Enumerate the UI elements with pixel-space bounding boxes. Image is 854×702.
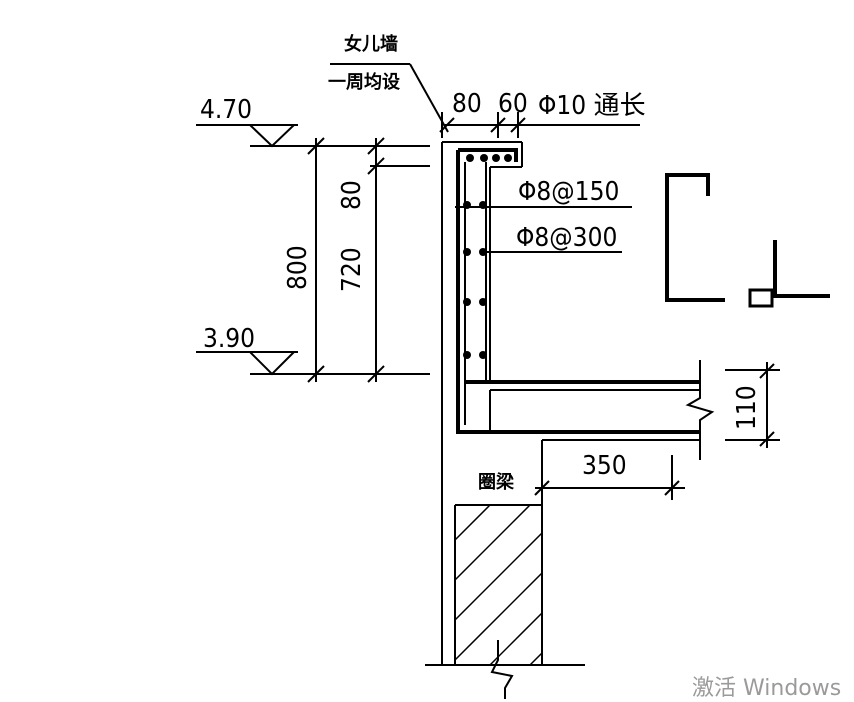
parapet-note-line2: 一周均设 — [328, 71, 400, 93]
dim-slab-thickness: 110 — [732, 385, 762, 430]
rebar-lines — [456, 148, 700, 434]
rebar-detail-sketches — [665, 173, 830, 302]
rebar-dots — [463, 154, 512, 359]
elevation-top-label: 4.70 — [200, 95, 252, 125]
dim-width-b: 60 — [498, 89, 528, 119]
leader-lines — [330, 63, 640, 253]
dim-width-a: 80 — [452, 89, 482, 119]
dim-beam-extent: 350 — [582, 451, 627, 481]
structure-outline — [425, 141, 700, 666]
masonry-hatch — [454, 504, 543, 666]
parapet-note-line1: 女儿墙 — [344, 33, 398, 55]
stirrup-detail-box — [748, 288, 774, 308]
ring-beam-label: 圈梁 — [478, 471, 515, 493]
rebar-stirrup-label: Φ8@150 — [518, 177, 619, 207]
dimension-lines — [307, 112, 780, 500]
elevation-markers — [196, 124, 430, 376]
windows-activation-watermark: 激活 Windows — [692, 676, 842, 701]
rebar-top-bar-label: Φ10 通长 — [538, 91, 646, 121]
dim-main-part: 720 — [337, 247, 367, 292]
rebar-distribution-label: Φ8@300 — [516, 223, 617, 253]
elevation-bottom-label: 3.90 — [203, 324, 255, 354]
dim-total-height: 800 — [283, 245, 313, 290]
break-symbols — [490, 360, 715, 699]
dim-top-part: 80 — [337, 180, 367, 210]
